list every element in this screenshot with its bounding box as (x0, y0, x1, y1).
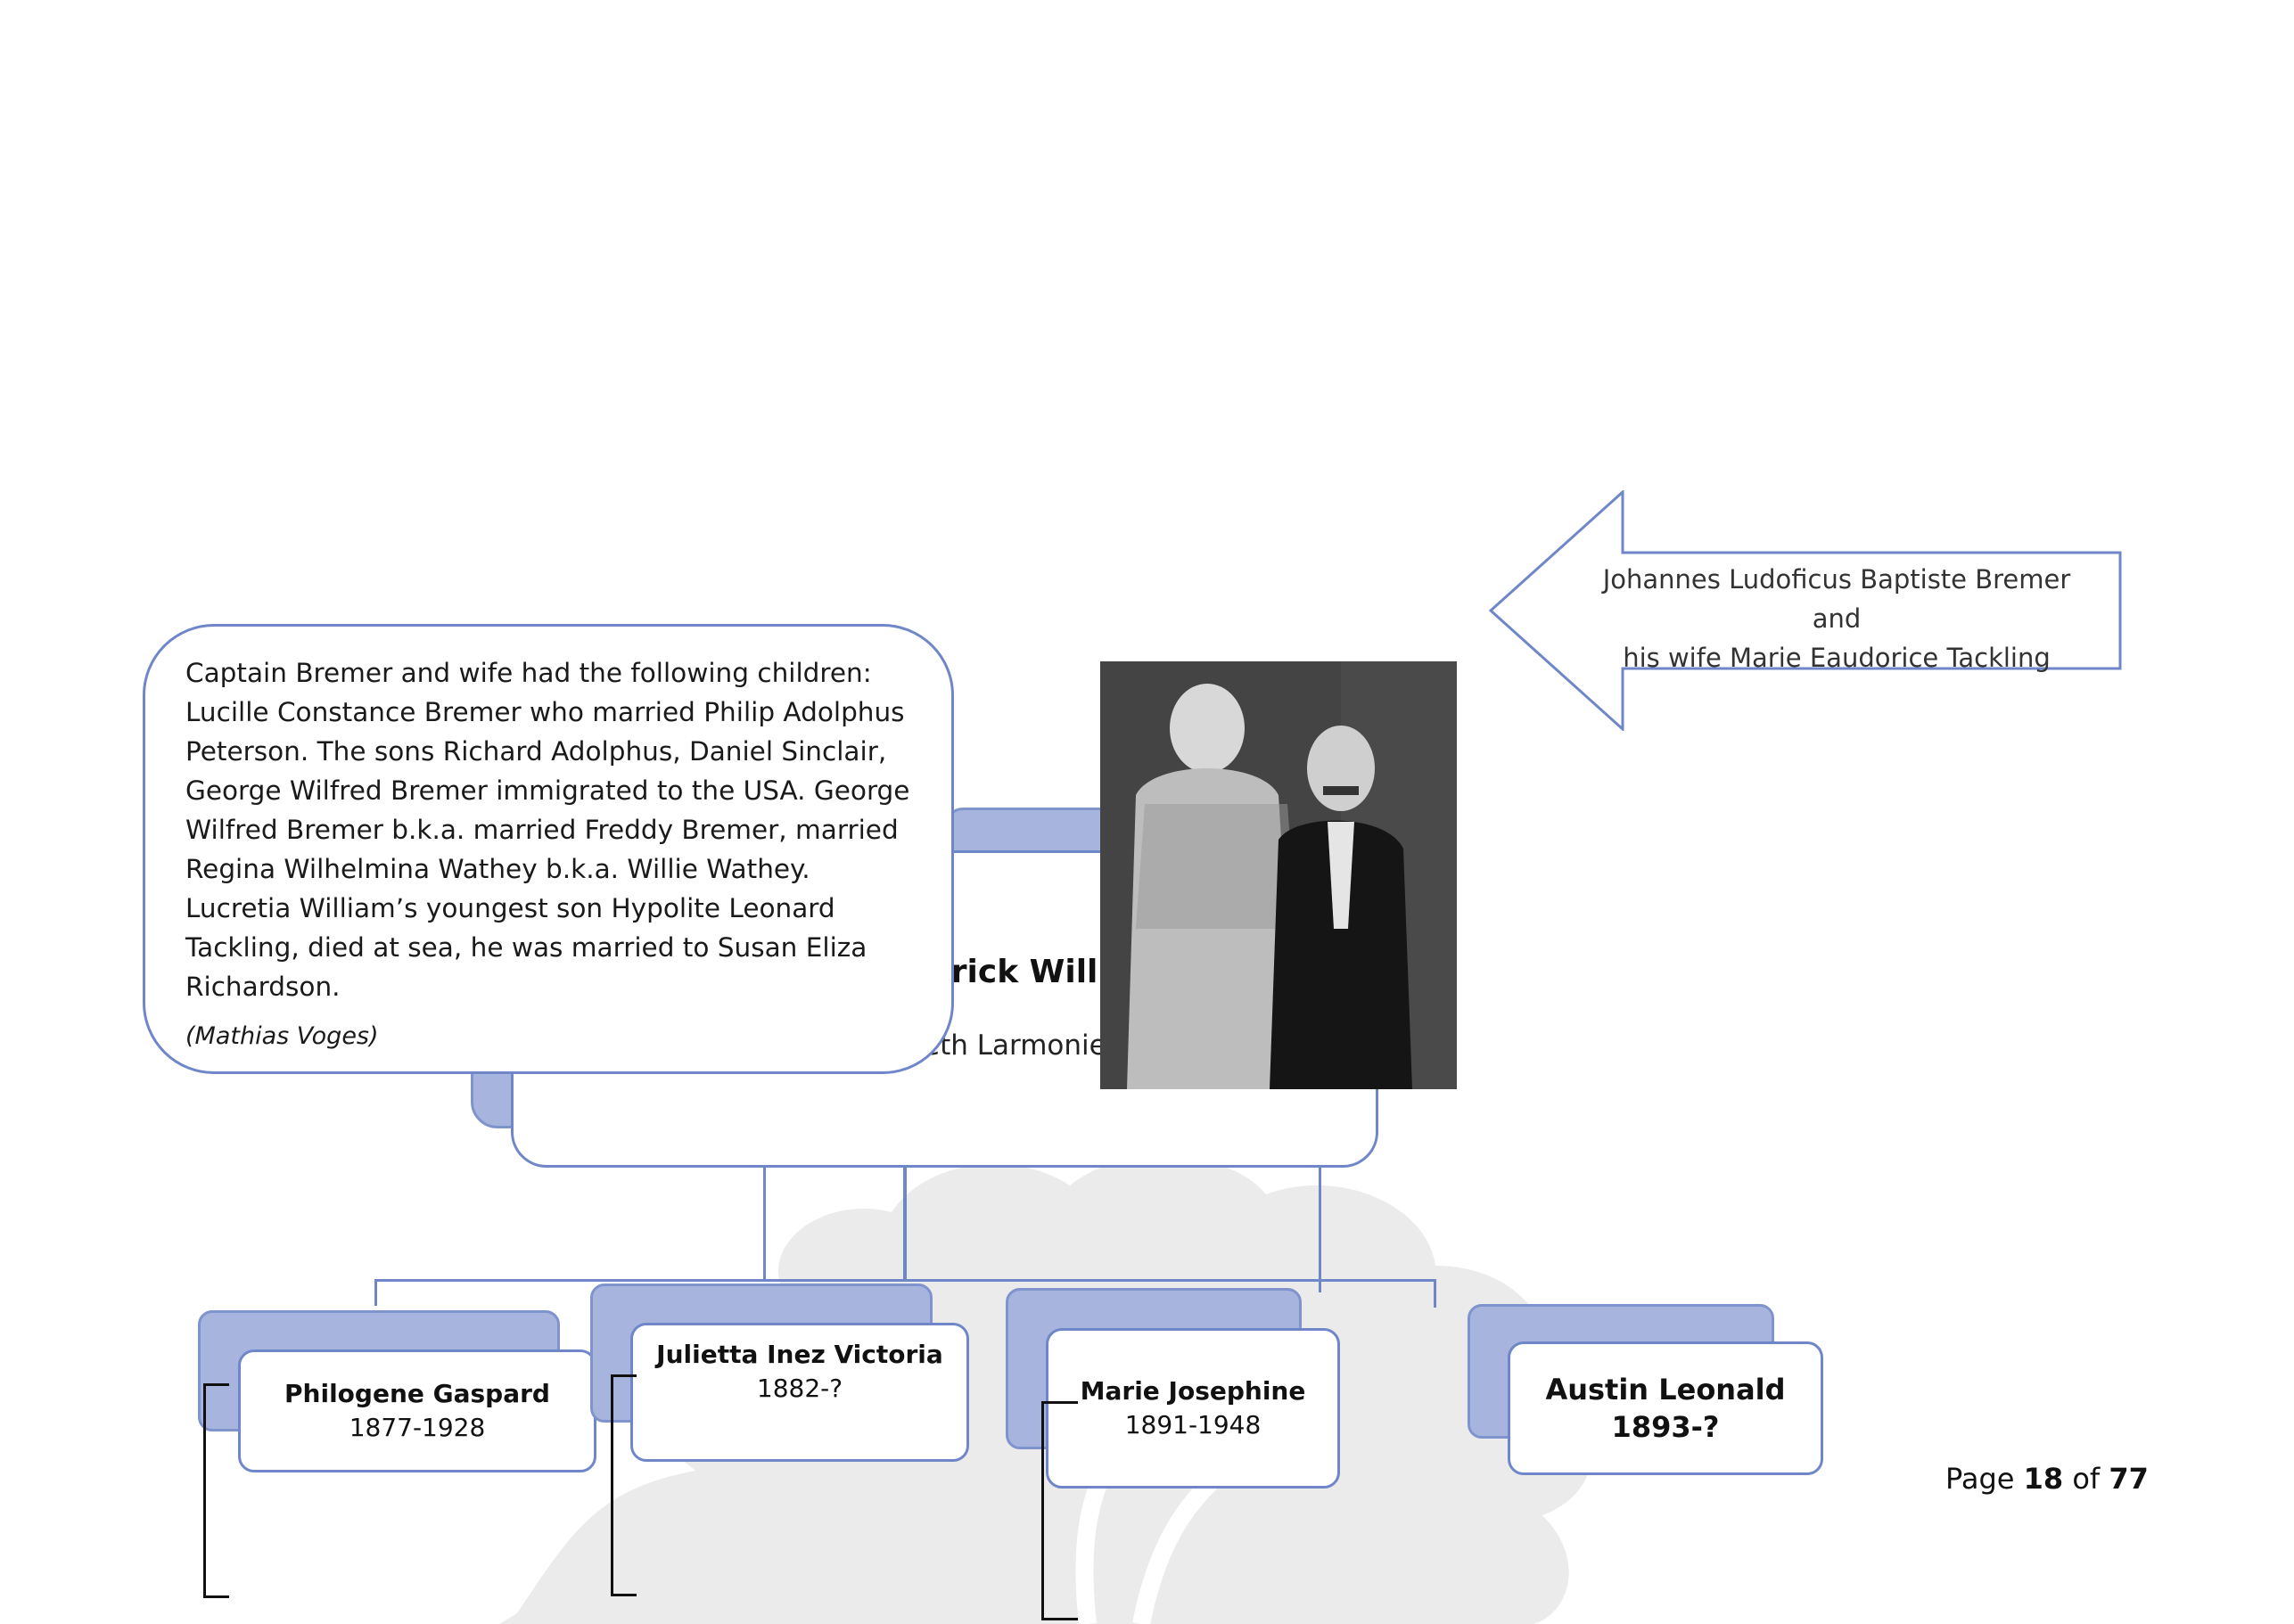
child-1-bracket (203, 1383, 229, 1598)
family-note-callout: Captain Bremer and wife had the followin… (143, 624, 954, 1074)
connector-horizontal (374, 1279, 1435, 1282)
connector-center (903, 1163, 907, 1279)
child-card-3: Marie Josephine 1891-1948 (1046, 1328, 1340, 1489)
family-note-author: (Mathias Voges) (185, 1022, 379, 1050)
connector-right (1319, 1150, 1321, 1292)
photo-caption-arrow (1489, 490, 2122, 731)
family-note-text: Captain Bremer and wife had the followin… (185, 658, 910, 1002)
child-2-dates: 1882-? (756, 1374, 843, 1403)
page-label: Page (1945, 1462, 2015, 1496)
main-card-spouse: eth Larmonie (923, 1029, 1106, 1062)
couple-photo (1100, 661, 1457, 1089)
photo-caption-line-1: Johannes Ludoficus Baptiste Bremer and (1602, 564, 2071, 634)
child-card-2: Julietta Inez Victoria 1882-? (630, 1323, 969, 1462)
child-3-dates: 1891-1948 (1124, 1410, 1262, 1439)
child-2-bracket (611, 1374, 637, 1596)
child-1-name: Philogene Gaspard (284, 1379, 550, 1408)
child-4-name: Austin Leonald (1545, 1373, 1786, 1407)
child-3-name: Marie Josephine (1080, 1376, 1306, 1406)
child-2-name: Julietta Inez Victoria (656, 1340, 943, 1369)
connector-left (763, 1163, 766, 1279)
child-3-bracket (1041, 1401, 1078, 1620)
child-card-4: Austin Leonald 1893-? (1508, 1341, 1823, 1475)
child-4-dates: 1893-? (1611, 1410, 1720, 1444)
page-number: Page 18 of 77 (1945, 1462, 2149, 1496)
child-1-dates: 1877-1928 (349, 1413, 486, 1442)
photo-caption: Johannes Ludoficus Baptiste Bremer and h… (1583, 560, 2091, 677)
child-card-1: Philogene Gaspard 1877-1928 (238, 1349, 596, 1472)
connector-drop-1 (374, 1279, 377, 1306)
page-of-label: of (2072, 1462, 2101, 1496)
page-total: 77 (2109, 1462, 2149, 1496)
page-current: 18 (2023, 1462, 2064, 1496)
photo-caption-line-2: his wife Marie Eaudorice Tackling (1623, 643, 2051, 673)
connector-drop-4 (1434, 1279, 1436, 1308)
